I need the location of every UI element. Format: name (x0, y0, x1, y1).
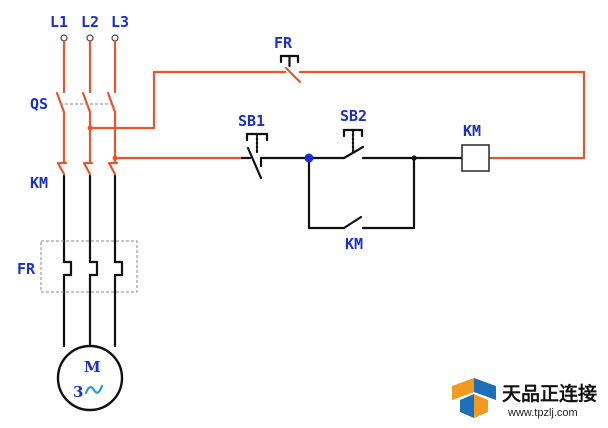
junction-dot-small (411, 155, 417, 161)
label-fr-control: FR (274, 34, 293, 52)
power-lines (55, 39, 119, 176)
label-sb2: SB2 (340, 107, 367, 125)
three-phase-motor-icon: M 3 (56, 344, 124, 412)
label-qs: QS (30, 95, 48, 113)
label-sb1: SB1 (238, 112, 265, 130)
contactor-coil-icon: KM (461, 122, 490, 172)
label-km-coil: KM (463, 122, 481, 140)
motor-phase: 3 (73, 383, 83, 401)
control-wiring (87, 66, 586, 161)
brand-url: www.tpzlj.com (507, 407, 578, 419)
motor-letter: M (84, 358, 101, 376)
label-fr-main: FR (17, 260, 36, 278)
label-l3: L3 (111, 13, 129, 31)
control-branch: SB1 SB2 KM (238, 107, 464, 253)
supply-terminals: L1 L2 L3 (50, 13, 129, 42)
label-km-aux: KM (345, 235, 363, 253)
label-km-main: KM (30, 174, 48, 192)
label-l1: L1 (50, 13, 68, 31)
tpzlj-logo-icon (452, 378, 496, 418)
fr-control-contact: FR (274, 34, 300, 68)
brand-name: 天品正连接 (502, 382, 597, 405)
junction-dot (304, 153, 314, 163)
load-lines (40, 174, 138, 348)
label-l2: L2 (81, 13, 99, 31)
